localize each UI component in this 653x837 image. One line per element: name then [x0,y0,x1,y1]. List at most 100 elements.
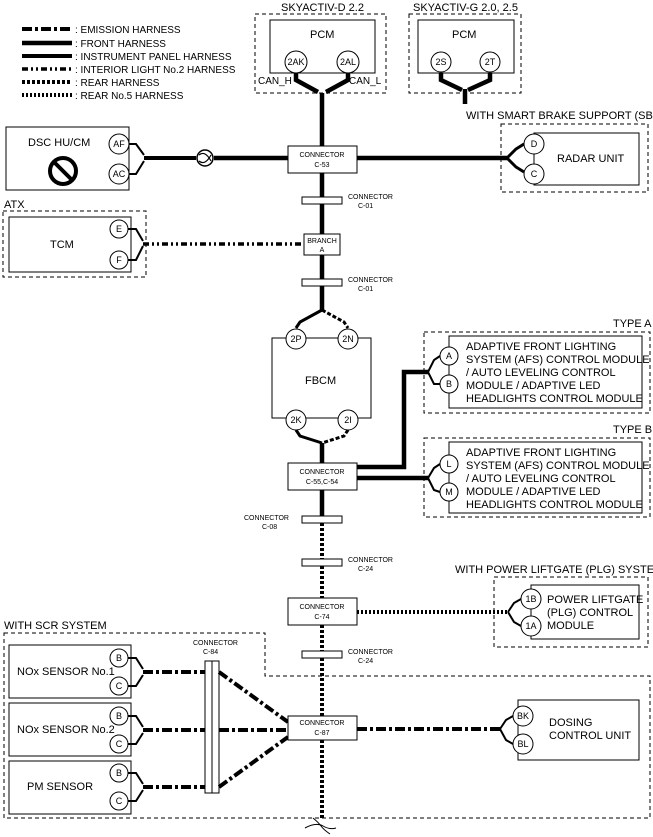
svg-text:2N: 2N [342,334,354,344]
dosing-module [517,699,640,761]
svg-text:POWER LIFTGATE: POWER LIFTGATE [547,594,643,606]
pcm-g-pin-2t [479,51,501,73]
scr-group: WITH SCR SYSTEM NOx SENSOR No.1 B C NOx … [3,620,651,819]
svg-text:ADAPTIVE FRONT LIGHTING: ADAPTIVE FRONT LIGHTING [466,447,616,459]
can-l-label: CAN_L [349,76,382,87]
svg-text:C: C [116,739,123,749]
svg-text:C-74: C-74 [314,614,329,621]
connector-c74: CONNECTOR C-74 [287,597,358,626]
pcm-g-pin-2s [430,51,452,73]
svg-text:2S: 2S [435,57,446,67]
svg-text:BL: BL [517,739,528,749]
svg-text:L: L [446,459,451,469]
fbcm-module [271,337,372,419]
svg-text:AC: AC [113,169,126,179]
svg-text:CONNECTOR: CONNECTOR [348,194,393,201]
svg-text:CONNECTOR: CONNECTOR [348,277,393,284]
connector-c01-lower: CONNECTOR C-01 [301,277,393,293]
pcm-g-name: PCM [452,29,476,41]
afs-type-a-group: TYPE A ADAPTIVE FRONT LIGHTING SYSTEM (A… [357,318,652,470]
connector-c53: CONNECTOR C-53 [287,145,358,174]
afs-a-module [448,335,643,409]
svg-text:SYSTEM (AFS) CONTROL MODULE: SYSTEM (AFS) CONTROL MODULE [466,354,650,366]
svg-text:MODULE / ADAPTIVE LED: MODULE / ADAPTIVE LED [466,486,601,498]
pcm-d-name: PCM [310,29,334,41]
svg-text:F: F [116,255,122,265]
radar-module [533,132,640,186]
svg-text:HEADLIGHTS CONTROL MODULE: HEADLIGHTS CONTROL MODULE [466,499,643,511]
svg-text:DOSING: DOSING [549,717,592,729]
svg-text:C-08: C-08 [262,524,277,531]
svg-text:CONNECTOR: CONNECTOR [244,515,289,522]
skyactiv-g-label: SKYACTIV-G 2.0, 2.5 [413,2,518,14]
can-h-label: CAN_H [258,76,292,87]
svg-text:CONNECTOR: CONNECTOR [300,720,345,727]
legend-label-rear: : REAR HARNESS [75,78,160,89]
svg-text:BK: BK [517,711,529,721]
svg-text:CONNECTOR: CONNECTOR [348,557,393,564]
legend-label-emission: : EMISSION HARNESS [75,25,181,36]
svg-text:C-01: C-01 [358,286,373,293]
afs-b-module [448,441,643,514]
legend-label-rear5: : REAR No.5 HARNESS [75,91,184,102]
svg-text:2T: 2T [485,57,496,67]
twisted-pair-icon [196,149,214,167]
plg-variant-label: WITH POWER LIFTGATE (PLG) SYSTEM [455,564,653,576]
connector-c55-c54: CONNECTOR C-55,C-54 [287,462,358,491]
svg-text:CONTROL UNIT: CONTROL UNIT [549,730,631,742]
svg-text:C: C [116,681,123,691]
svg-text:BRANCH: BRANCH [307,238,337,245]
connector-c08: CONNECTOR C-08 [244,515,343,531]
dsc-group: DSC HU/CM AF AC [5,126,288,191]
radar-group: WITH SMART BRAKE SUPPORT (SBS) RADAR UNI… [357,110,653,193]
dsc-name: DSC HU/CM [28,137,90,149]
pcm-d-pin-2ak [284,50,308,74]
svg-text:2P: 2P [290,334,301,344]
fbcm-pin-2n [337,328,359,350]
scr-label: WITH SCR SYSTEM [4,620,107,632]
pm-sensor-name: PM SENSOR [27,781,93,793]
connector-c24-upper: CONNECTOR C-24 [301,557,393,573]
svg-text:B: B [116,711,122,721]
svg-text:HEADLIGHTS CONTROL MODULE: HEADLIGHTS CONTROL MODULE [466,393,643,405]
svg-text:2AL: 2AL [340,57,356,67]
radar-pin-d [523,133,545,155]
type-a-label: TYPE A [613,318,652,330]
legend-label-interior: : INTERIOR LIGHT No.2 HARNESS [75,65,236,76]
legend: : EMISSION HARNESS : FRONT HARNESS : INS… [22,25,236,102]
svg-text:/ AUTO LEVELING CONTROL: / AUTO LEVELING CONTROL [466,367,616,379]
svg-text:C-24: C-24 [358,658,373,665]
plg-module [530,584,640,640]
skyactiv-d-label: SKYACTIV-D 2.2 [281,2,364,14]
fbcm-name: FBCM [305,375,336,387]
fbcm-pin-2p [285,328,307,350]
fbcm-group: FBCM 2P 2N 2K 2I [271,308,372,445]
svg-text:2I: 2I [344,415,352,425]
svg-text:SYSTEM (AFS) CONTROL MODULE: SYSTEM (AFS) CONTROL MODULE [466,460,650,472]
svg-text:B: B [116,653,122,663]
radar-name: RADAR UNIT [557,153,625,165]
svg-text:ADAPTIVE FRONT LIGHTING: ADAPTIVE FRONT LIGHTING [466,341,616,353]
svg-text:2K: 2K [290,415,301,425]
svg-text:C-87: C-87 [314,730,329,737]
tcm-group: ATX TCM E F [2,199,304,278]
svg-text:A: A [320,247,325,254]
svg-text:E: E [116,224,122,234]
svg-text:C-53: C-53 [314,162,329,169]
connector-c87: CONNECTOR C-87 [287,715,358,741]
svg-text:(PLG) CONTROL: (PLG) CONTROL [547,607,633,619]
afs-type-b-group: TYPE B ADAPTIVE FRONT LIGHTING SYSTEM (A… [357,424,652,518]
svg-text:CONNECTOR: CONNECTOR [348,649,393,656]
svg-text:1A: 1A [525,621,536,631]
svg-text:C-84: C-84 [203,649,218,656]
svg-text:CONNECTOR: CONNECTOR [300,469,345,476]
atx-label: ATX [4,199,25,211]
plg-group: WITH POWER LIFTGATE (PLG) SYSTEM POWER L… [357,564,653,648]
trunk-wires [304,93,337,835]
radar-pin-c [523,163,545,185]
branch-a: BRANCH A [303,233,341,256]
pcm-d-pin-2al [336,50,360,74]
legend-label-instrument: : INSTRUMENT PANEL HARNESS [75,52,232,63]
svg-text:MODULE / ADAPTIVE LED: MODULE / ADAPTIVE LED [466,380,601,392]
